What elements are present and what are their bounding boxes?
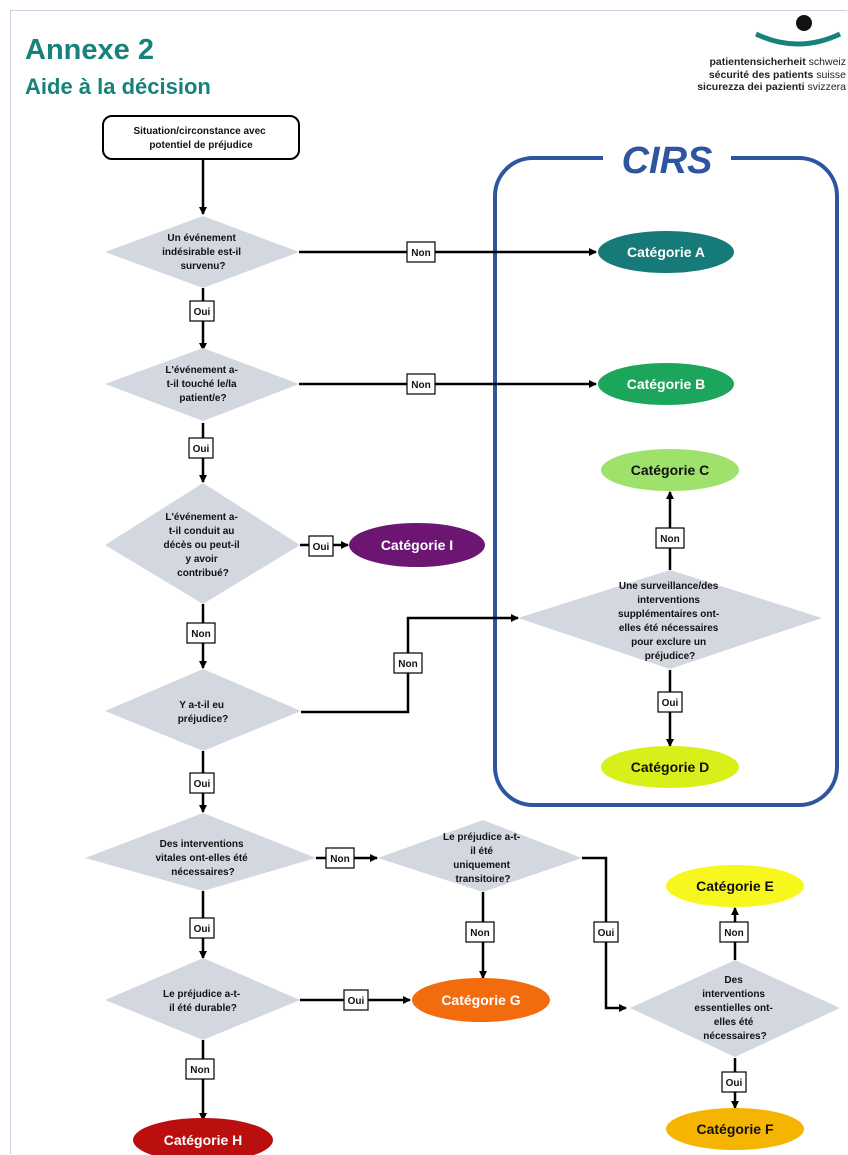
svg-text:Non: Non (724, 928, 743, 939)
category-e: Catégorie E (666, 865, 804, 907)
logo-line-de: patientensicherheit schweiz (709, 56, 846, 68)
label-non-1: Non (186, 622, 216, 644)
svg-text:Non: Non (190, 1065, 209, 1076)
decision-text-durable: Le préjudice a-t- il été durable? (163, 989, 243, 1014)
svg-text:Oui: Oui (194, 779, 211, 790)
decision-text-transitory: Le préjudice a-t- il été uniquement tran… (443, 832, 523, 885)
cirs-label: CIRS (622, 140, 713, 182)
decision-text-monitoring: Une surveillance/des interventions suppl… (618, 581, 722, 662)
category-a: Catégorie A (598, 231, 734, 273)
decision-diamond-vital-interventions (85, 813, 316, 891)
svg-text:Oui: Oui (726, 1078, 743, 1089)
label-non-9: Non (719, 921, 749, 943)
decision-text-essential-interventions: Des interventions essentielles ont- elle… (694, 975, 775, 1042)
decision-text-patient-affected: L'événement a- t-il touché le/la patient… (165, 365, 240, 404)
decision-diamond-harm (105, 669, 301, 751)
page-subtitle: Aide à la décision (25, 74, 211, 99)
category-d: Catégorie D (601, 746, 739, 788)
decision-diamond-monitoring (518, 570, 822, 669)
label-non-7: Non (325, 847, 355, 869)
category-h: Catégorie H (133, 1118, 273, 1155)
label-oui-4: Oui (189, 917, 215, 939)
svg-text:Catégorie I: Catégorie I (381, 537, 453, 553)
svg-text:Oui: Oui (662, 698, 679, 709)
category-g: Catégorie G (412, 978, 550, 1022)
label-oui-6: Oui (657, 691, 683, 713)
label-oui-2: Oui (188, 437, 214, 459)
patient-safety-logo-icon (754, 15, 842, 47)
svg-text:Non: Non (411, 380, 430, 391)
svg-text:Catégorie E: Catégorie E (696, 878, 774, 894)
label-oui-8: Oui (343, 989, 369, 1011)
svg-text:Oui: Oui (348, 996, 365, 1007)
logo-line-fr: sécurité des patients suisse (708, 68, 846, 81)
svg-text:Catégorie A: Catégorie A (627, 244, 705, 260)
decision-text-death: L'événement a- t-il conduit au décès ou … (164, 512, 243, 579)
label-non-8: Non (465, 921, 495, 943)
svg-text:Non: Non (470, 928, 489, 939)
decision-text-adverse-event: Un événement indésirable est-il survenu? (162, 233, 244, 272)
page-frame (10, 10, 847, 1154)
svg-text:Non: Non (660, 534, 679, 545)
logo-text: patientensicherheit schweiz sécurité des… (697, 56, 846, 94)
decision-diamond-transitory (378, 820, 582, 892)
decision-text-harm: Y a-t-il eu préjudice? (178, 700, 229, 725)
start-box (102, 115, 300, 160)
category-c: Catégorie C (601, 449, 739, 491)
page-title: Annexe 2 (25, 34, 154, 66)
decision-diamond-adverse-event (105, 216, 299, 288)
label-oui-9: Oui (721, 1071, 747, 1093)
svg-text:Non: Non (191, 629, 210, 640)
label-oui-7: Oui (593, 921, 619, 943)
svg-text:Catégorie C: Catégorie C (631, 462, 710, 478)
logo-line-it: sicurezza dei pazienti svizzera (697, 81, 846, 93)
label-oui-1: Oui (189, 300, 215, 322)
decision-text-vital-interventions: Des interventions vitales ont-elles été … (155, 839, 250, 878)
svg-text:Oui: Oui (598, 928, 615, 939)
svg-text:Oui: Oui (194, 307, 211, 318)
decision-diamond-patient-affected (105, 348, 299, 421)
svg-text:Catégorie D: Catégorie D (631, 759, 710, 775)
category-f: Catégorie F (666, 1108, 804, 1150)
category-i: Catégorie I (349, 523, 485, 567)
svg-text:Oui: Oui (313, 542, 330, 553)
decision-diamond-essential-interventions (630, 960, 840, 1057)
svg-text:Oui: Oui (194, 924, 211, 935)
svg-text:Catégorie F: Catégorie F (696, 1121, 773, 1137)
decision-diamond-death (105, 483, 300, 604)
svg-text:Catégorie B: Catégorie B (627, 376, 706, 392)
svg-text:Oui: Oui (193, 444, 210, 455)
svg-text:Non: Non (398, 659, 417, 670)
label-oui-5: Oui (308, 535, 334, 557)
label-non-5: Non (393, 652, 423, 674)
label-non-4: Non (406, 373, 436, 395)
category-b: Catégorie B (598, 363, 734, 405)
svg-text:Non: Non (411, 248, 430, 259)
svg-text:Non: Non (330, 854, 349, 865)
svg-text:Catégorie G: Catégorie G (441, 992, 520, 1008)
label-non-3: Non (406, 241, 436, 263)
svg-text:Catégorie H: Catégorie H (164, 1132, 243, 1148)
label-non-6: Non (655, 527, 685, 549)
decision-diamond-durable (105, 958, 300, 1040)
label-non-2: Non (185, 1058, 215, 1080)
start-text: Situation/circonstance avec potentiel de… (133, 126, 268, 151)
label-oui-3: Oui (189, 772, 215, 794)
